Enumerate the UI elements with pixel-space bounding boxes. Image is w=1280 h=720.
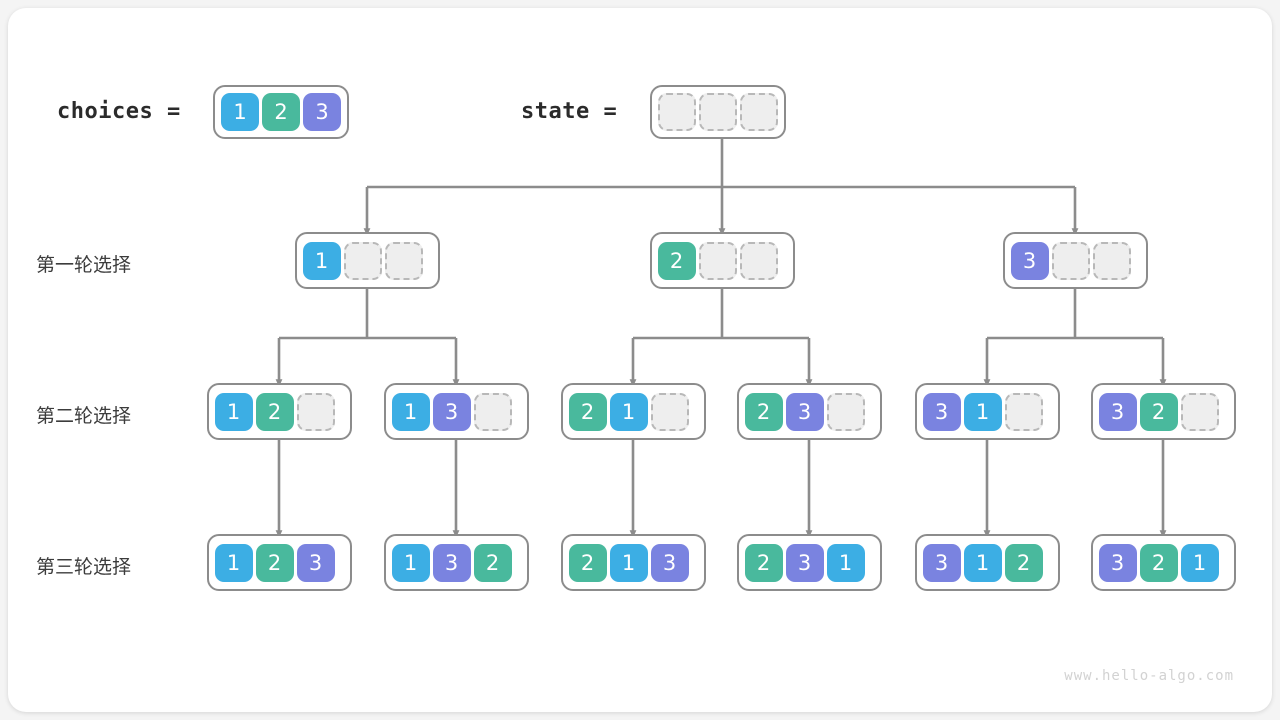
node-round-3-3-cell-1: 1 <box>609 543 648 582</box>
node-round-2-1-cell-2 <box>296 392 335 431</box>
node-round-2-6-cell-2 <box>1180 392 1219 431</box>
node-round-3-5-cell-2: 2 <box>1004 543 1043 582</box>
node-round-2-4-cell-1: 3 <box>785 392 824 431</box>
node-round-1-2-cell-2 <box>739 241 778 280</box>
node-round-3-1-cell-0: 1 <box>214 543 253 582</box>
node-round-3-4-cell-1: 3 <box>785 543 824 582</box>
node-round-1-3: 3 <box>1002 232 1148 289</box>
watermark: www.hello-algo.com <box>1064 668 1234 684</box>
choices-cell-0: 1 <box>221 93 259 131</box>
node-round-2-2-cell-1: 3 <box>432 392 471 431</box>
node-round-3-3-cell-2: 3 <box>650 543 689 582</box>
node-round-3-2-cell-1: 3 <box>432 543 471 582</box>
choices-cell-1: 2 <box>262 93 300 131</box>
state-cell-1 <box>699 93 737 131</box>
node-round-2-2-cell-0: 1 <box>391 392 430 431</box>
node-round-1-2: 2 <box>649 232 795 289</box>
node-round-1-3-cell-1 <box>1051 241 1090 280</box>
state-label: state = <box>521 99 618 124</box>
node-round-3-2-cell-2: 2 <box>473 543 512 582</box>
state-cell-2 <box>740 93 778 131</box>
node-round-3-1-cell-2: 3 <box>296 543 335 582</box>
node-round-3-4-cell-2: 1 <box>826 543 865 582</box>
node-round-1-2-cell-1 <box>698 241 737 280</box>
node-round-3-6-cell-2: 1 <box>1180 543 1219 582</box>
node-round-3-1-cell-1: 2 <box>255 543 294 582</box>
state-cell-0 <box>658 93 696 131</box>
node-round-3-2-cell-0: 1 <box>391 543 430 582</box>
node-round-2-1-cell-1: 2 <box>255 392 294 431</box>
node-round-2-1-cell-0: 1 <box>214 392 253 431</box>
node-round-2-4-cell-0: 2 <box>744 392 783 431</box>
node-round-1-2-cell-0: 2 <box>657 241 696 280</box>
choices-label: choices = <box>57 99 181 124</box>
node-round-2-3-cell-0: 2 <box>568 392 607 431</box>
row-label-round-1: 第一轮选择 <box>36 254 132 276</box>
node-round-2-5-cell-2 <box>1004 392 1043 431</box>
node-round-3-5-cell-0: 3 <box>922 543 961 582</box>
node-round-3-3-cell-0: 2 <box>568 543 607 582</box>
node-round-1-1-cell-1 <box>343 241 382 280</box>
node-round-2-2-cell-2 <box>473 392 512 431</box>
node-round-2-3-cell-1: 1 <box>609 392 648 431</box>
choices-cell-2: 3 <box>303 93 341 131</box>
node-round-2-4-cell-2 <box>826 392 865 431</box>
node-round-2-6-cell-0: 3 <box>1098 392 1137 431</box>
node-round-2-5-cell-0: 3 <box>922 392 961 431</box>
node-round-2-3-cell-2 <box>650 392 689 431</box>
node-round-1-3-cell-2 <box>1092 241 1131 280</box>
node-round-2-5-cell-1: 1 <box>963 392 1002 431</box>
node-round-3-4-cell-0: 2 <box>744 543 783 582</box>
node-round-3-6-cell-1: 2 <box>1139 543 1178 582</box>
node-round-3-6-cell-0: 3 <box>1098 543 1137 582</box>
node-round-1-3-cell-0: 3 <box>1010 241 1049 280</box>
row-label-round-2: 第二轮选择 <box>36 405 132 427</box>
node-round-3-5-cell-1: 1 <box>963 543 1002 582</box>
row-label-round-3: 第三轮选择 <box>36 556 132 578</box>
diagram-card <box>8 8 1272 712</box>
node-round-2-6-cell-1: 2 <box>1139 392 1178 431</box>
node-round-1-1: 1 <box>294 232 440 289</box>
state-array <box>650 85 786 139</box>
node-round-1-1-cell-0: 1 <box>302 241 341 280</box>
node-round-1-1-cell-2 <box>384 241 423 280</box>
